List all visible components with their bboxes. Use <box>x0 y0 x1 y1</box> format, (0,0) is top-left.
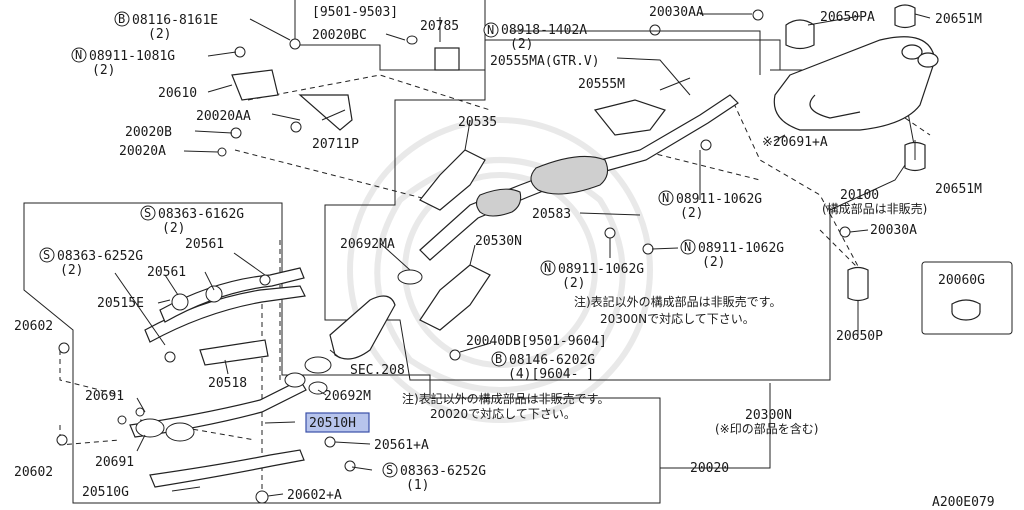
nut-marker-icon: N <box>75 48 82 62</box>
markers <box>39 11 696 478</box>
part-labels: 08116-8161E (2) [9501-9503] 20785 20020B… <box>14 5 995 510</box>
label-20100-note: (構成部品は非販売) <box>822 201 927 216</box>
diagram-code: A200E079 <box>932 495 995 510</box>
note-not-sold-20300n-line2: 20300Nで対応して下さい。 <box>600 312 755 326</box>
nut-marker-icon: N <box>544 261 551 275</box>
label-08911-1062g[interactable]: 08911-1062G <box>676 192 762 207</box>
label-20030a[interactable]: 20030A <box>870 223 917 238</box>
label-08363-6252g[interactable]: 08363-6252G <box>57 249 143 264</box>
label-08918-1402a[interactable]: 08918-1402A <box>501 23 587 38</box>
label-20020a[interactable]: 20020A <box>119 144 166 159</box>
label-20602[interactable]: 20602 <box>14 319 53 334</box>
bolt-marker-icon: B <box>495 352 502 366</box>
label-08146-6202g[interactable]: 08146-6202G <box>509 353 595 368</box>
label-20691[interactable]: 20691 <box>95 455 134 470</box>
label-08911-1062g[interactable]: 08911-1062G <box>698 241 784 256</box>
label-08911-1081g[interactable]: 08911-1081G <box>89 49 175 64</box>
screw-marker-icon: S <box>386 463 393 477</box>
label-08363-6162g[interactable]: 08363-6162G <box>158 207 244 222</box>
label-20602a[interactable]: 20602+A <box>287 488 342 503</box>
label-date-range: [9501-9503] <box>312 5 398 20</box>
label-sec208[interactable]: SEC.208 <box>350 363 405 378</box>
nut-marker-icon: N <box>662 191 669 205</box>
label-20561[interactable]: 20561 <box>185 237 224 252</box>
label-qty: (2) <box>148 27 171 42</box>
label-20561a[interactable]: 20561+A <box>374 438 429 453</box>
label-qty: (2) <box>162 221 185 236</box>
label-08116-8161e[interactable]: 08116-8161E <box>132 13 218 28</box>
label-20651m[interactable]: 20651M <box>935 182 982 197</box>
label-20300n-note: (※印の部品を含む) <box>715 421 818 436</box>
label-20020[interactable]: 20020 <box>690 461 729 476</box>
label-qty: (2) <box>562 276 585 291</box>
label-20060g[interactable]: 20060G <box>938 273 985 288</box>
label-20040db[interactable]: 20040DB[9501-9604] <box>466 334 607 349</box>
label-20650pa[interactable]: 20650PA <box>820 10 875 25</box>
label-20610[interactable]: 20610 <box>158 86 197 101</box>
bolt-marker-icon: B <box>118 12 125 26</box>
label-20650p[interactable]: 20650P <box>836 329 883 344</box>
label-qty: (2) <box>510 37 533 52</box>
label-qty: (1) <box>406 478 429 493</box>
selected-part-highlight <box>305 412 370 433</box>
label-20602[interactable]: 20602 <box>14 465 53 480</box>
leader-lines <box>114 13 931 497</box>
label-20691a[interactable]: ※20691+A <box>762 135 828 150</box>
label-20555ma[interactable]: 20555MA(GTR.V) <box>490 54 600 69</box>
label-20692m[interactable]: 20692M <box>324 389 371 404</box>
note-not-sold-20020-line2: 20020で対応して下さい。 <box>430 407 576 421</box>
label-20711p[interactable]: 20711P <box>312 137 359 152</box>
label-20785[interactable]: 20785 <box>420 19 459 34</box>
label-qty: (2) <box>680 206 703 221</box>
label-20555m[interactable]: 20555M <box>578 77 625 92</box>
label-20583[interactable]: 20583 <box>532 207 571 222</box>
label-20510g[interactable]: 20510G <box>82 485 129 500</box>
note-not-sold-20300n-line1: 注)表記以外の構成部品は非販売です。 <box>574 294 781 309</box>
label-20561[interactable]: 20561 <box>147 265 186 280</box>
label-20020aa[interactable]: 20020AA <box>196 109 251 124</box>
nut-marker-icon: N <box>487 23 494 37</box>
note-not-sold-20020-line1: 注)表記以外の構成部品は非販売です。 <box>402 391 609 406</box>
label-20518[interactable]: 20518 <box>208 376 247 391</box>
label-20515e[interactable]: 20515E <box>97 296 144 311</box>
screw-marker-icon: S <box>43 248 50 262</box>
label-20535[interactable]: 20535 <box>458 115 497 130</box>
label-08911-1062g[interactable]: 08911-1062G <box>558 262 644 277</box>
label-20300n[interactable]: 20300N <box>745 408 792 423</box>
label-qty: (2) <box>60 263 83 278</box>
marker-letters: B N N S S N N N B S <box>43 12 691 477</box>
label-qty: (2) <box>702 255 725 270</box>
nut-marker-icon: N <box>684 240 691 254</box>
screw-marker-icon: S <box>144 206 151 220</box>
label-20020bc[interactable]: 20020BC <box>312 28 367 43</box>
label-20020b[interactable]: 20020B <box>125 125 172 140</box>
label-20100[interactable]: 20100 <box>840 188 879 203</box>
label-20510h[interactable]: 20510H <box>309 416 356 431</box>
label-20691[interactable]: 20691 <box>85 389 124 404</box>
parts <box>56 4 981 504</box>
label-20530n[interactable]: 20530N <box>475 234 522 249</box>
label-qty: (2) <box>92 63 115 78</box>
label-qty-date: (4)[9604- ] <box>508 367 594 382</box>
label-20651m[interactable]: 20651M <box>935 12 982 27</box>
label-20692ma[interactable]: 20692MA <box>340 237 395 252</box>
label-20030aa[interactable]: 20030AA <box>649 5 704 20</box>
label-08363-6252g[interactable]: 08363-6252G <box>400 464 486 479</box>
